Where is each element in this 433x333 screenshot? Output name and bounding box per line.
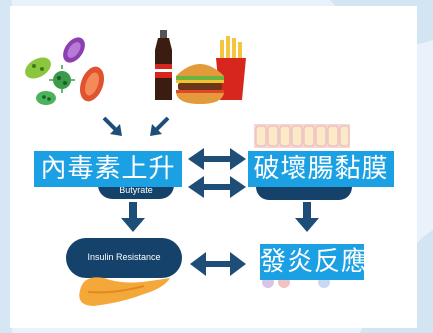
bacteria-icon bbox=[25, 37, 105, 105]
bidirectional-arrow-icon bbox=[190, 252, 246, 276]
label-gut-barrier-damage: 破壞腸黏膜 bbox=[248, 151, 394, 187]
arrow-down-left-icon bbox=[150, 116, 170, 136]
insulin-resistance-label: Insulin Resistance bbox=[87, 252, 161, 262]
gut-lining-icon bbox=[254, 124, 350, 148]
arrow-down-right-icon bbox=[102, 116, 122, 136]
slide: Butyrate 內毒素上升 破壞腸黏膜 Insulin Resistance bbox=[10, 6, 417, 328]
label-endotoxin-rise: 內毒素上升 bbox=[34, 151, 182, 187]
junk-food-icon bbox=[155, 30, 246, 104]
pancreas-icon bbox=[79, 277, 170, 306]
insulin-resistance-pill: Insulin Resistance bbox=[66, 238, 182, 278]
arrow-down-icon-right bbox=[295, 202, 319, 232]
butyrate-pill-label: Butyrate bbox=[119, 185, 153, 195]
arrow-down-icon bbox=[121, 202, 145, 232]
background-strip bbox=[0, 0, 12, 333]
label-inflammation: 發炎反應 bbox=[260, 244, 367, 280]
bidirectional-arrows-icon bbox=[188, 148, 246, 198]
